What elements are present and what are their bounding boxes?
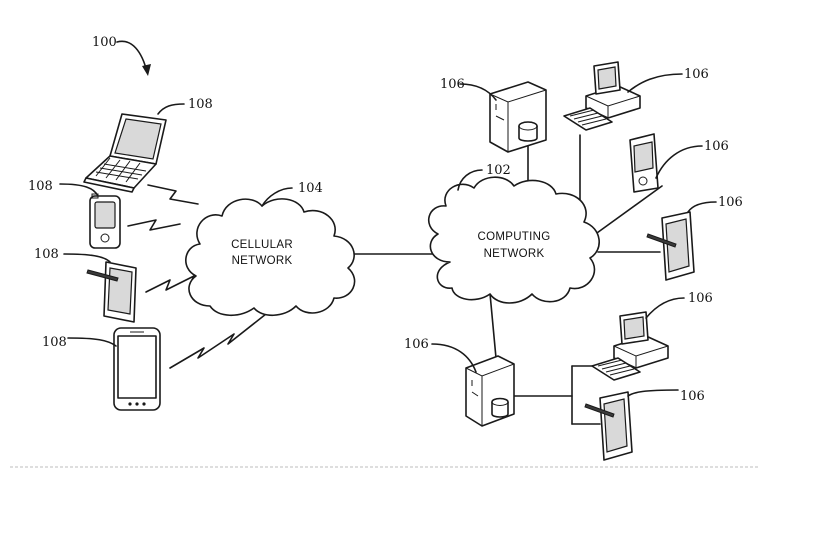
desktop-computer-icon bbox=[563, 61, 641, 131]
pda-right-ref: 106 bbox=[704, 139, 729, 154]
desktop-computer-icon bbox=[591, 311, 669, 381]
desktop-top-ref: 106 bbox=[684, 67, 709, 82]
tablet-icon bbox=[646, 211, 695, 281]
tablet-ref: 108 bbox=[34, 247, 59, 262]
pda-device: 108 bbox=[28, 179, 121, 249]
cellular-network-label-line2: NETWORK bbox=[232, 255, 293, 267]
desktop-bottom-ref: 106 bbox=[688, 291, 713, 306]
system-ref-label: 100 bbox=[92, 35, 117, 50]
server-device-bottom: 106 bbox=[404, 337, 515, 427]
computing-network-label-line2: NETWORK bbox=[484, 248, 545, 260]
smartphone-ref: 108 bbox=[42, 335, 67, 350]
pda-device-right: 106 bbox=[629, 133, 729, 193]
server-device-top: 106 bbox=[440, 77, 547, 153]
server-top-ref: 106 bbox=[440, 77, 465, 92]
desktop-device-top: 106 bbox=[563, 61, 709, 131]
laptop-device: 108 bbox=[83, 97, 213, 193]
cellular-network-reference: 104 bbox=[261, 181, 323, 207]
system-ref-arrow bbox=[116, 40, 148, 73]
system-reference: 100 bbox=[92, 35, 151, 76]
tablet-bottom-ref: 106 bbox=[680, 389, 705, 404]
desktop-device-bottom: 106 bbox=[591, 291, 713, 381]
server-bottom-ref: 106 bbox=[404, 337, 429, 352]
cellular-network-label: CELLULAR bbox=[231, 239, 293, 251]
server-icon bbox=[489, 81, 547, 153]
tablet-icon bbox=[584, 391, 633, 461]
pda-ref: 108 bbox=[28, 179, 53, 194]
tablet-icon bbox=[86, 261, 137, 323]
smartphone-icon bbox=[113, 327, 161, 411]
computing-network-reference: 102 bbox=[457, 163, 511, 191]
pda-icon bbox=[89, 193, 121, 249]
lightning-icon bbox=[147, 184, 199, 205]
computing-network-label: COMPUTING bbox=[478, 231, 551, 243]
cellular-network-ref: 104 bbox=[298, 181, 323, 196]
lightning-icon bbox=[169, 313, 267, 369]
pda-icon bbox=[629, 133, 659, 193]
tablet-device-right: 106 bbox=[646, 195, 743, 281]
tablet-right-ref: 106 bbox=[718, 195, 743, 210]
smartphone-device: 108 bbox=[42, 327, 161, 411]
cellular-network-cloud: CELLULAR NETWORK bbox=[185, 198, 356, 317]
laptop-ref: 108 bbox=[188, 97, 213, 112]
tablet-device-bottom: 106 bbox=[584, 389, 705, 461]
laptop-icon bbox=[83, 113, 167, 193]
tablet-device: 108 bbox=[34, 247, 137, 323]
arrow-head-icon bbox=[142, 64, 151, 76]
server-icon bbox=[465, 355, 515, 427]
computing-network-cloud: COMPUTING NETWORK bbox=[427, 176, 600, 304]
lightning-icon bbox=[127, 219, 181, 231]
computing-network-ref: 102 bbox=[486, 163, 511, 178]
